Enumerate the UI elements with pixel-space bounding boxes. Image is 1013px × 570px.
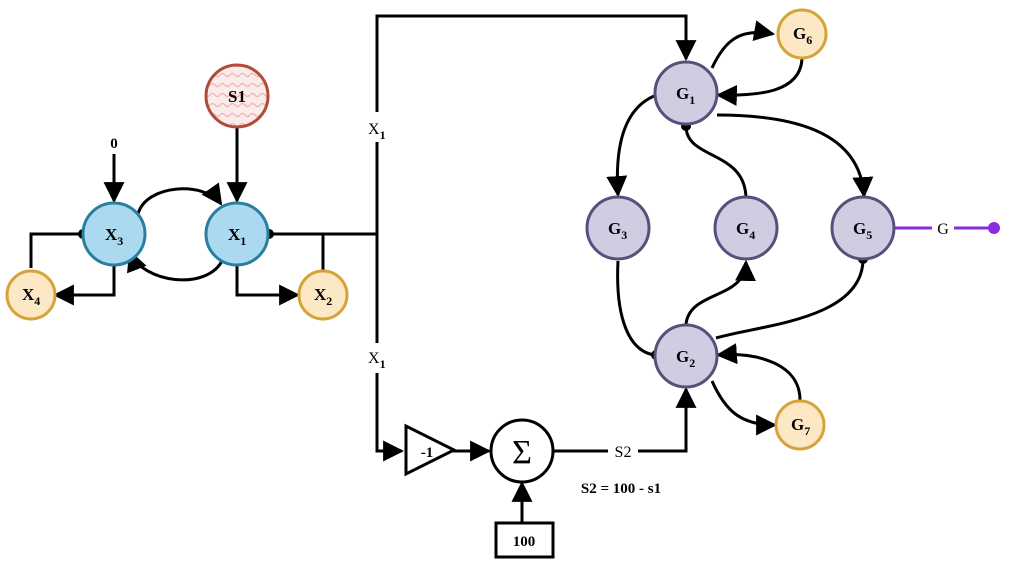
node-g2[interactable]: G2 bbox=[653, 323, 719, 389]
sum-block[interactable]: Σ bbox=[489, 418, 555, 484]
constant-block[interactable]: 100 bbox=[494, 521, 555, 559]
zero-input-label: 0 bbox=[110, 136, 118, 152]
svg-text:G3: G3 bbox=[608, 219, 627, 242]
node-g6[interactable]: G6 bbox=[776, 8, 828, 60]
edge-labels: X1 X1 S2 0 S2 = 100 - s1 bbox=[110, 112, 661, 497]
output-label: G bbox=[937, 221, 949, 238]
svg-text:G1: G1 bbox=[676, 84, 695, 107]
svg-text:X3: X3 bbox=[105, 225, 123, 248]
gain-block[interactable]: -1 bbox=[404, 423, 458, 477]
edge-g2-g7 bbox=[710, 380, 778, 436]
edge-x1-x2 bbox=[235, 265, 301, 306]
svg-text:G4: G4 bbox=[736, 219, 755, 242]
edge-g1-g6 bbox=[710, 20, 776, 69]
node-x1[interactable]: X1 bbox=[204, 201, 270, 267]
svg-text:X4: X4 bbox=[22, 285, 40, 308]
node-g5[interactable]: G5 bbox=[830, 195, 896, 261]
gain-label: -1 bbox=[421, 445, 434, 461]
output-line: G bbox=[895, 218, 1000, 238]
edge-x3-x1-top bbox=[136, 182, 223, 215]
edge-x1-x3-bottom bbox=[127, 250, 225, 282]
svg-text:X1: X1 bbox=[228, 225, 246, 248]
edge-bus-to-gain bbox=[375, 234, 405, 462]
edge-g1-g5 bbox=[716, 113, 874, 199]
node-x2[interactable]: X2 bbox=[297, 269, 349, 321]
node-g1[interactable]: G1 bbox=[653, 60, 719, 126]
edge-g7-g2 bbox=[715, 343, 802, 401]
constant-label: 100 bbox=[513, 534, 536, 550]
svg-text:S1: S1 bbox=[228, 87, 246, 106]
svg-text:G6: G6 bbox=[793, 24, 812, 47]
edge-g3-g2 bbox=[616, 260, 656, 357]
x1-top-label: X1 bbox=[368, 121, 386, 142]
output-endpoint[interactable] bbox=[988, 222, 1000, 234]
edge-g5-g2 bbox=[715, 258, 865, 340]
x1-bottom-label: X1 bbox=[368, 350, 386, 371]
node-x3[interactable]: X3 bbox=[81, 201, 147, 267]
svg-text:X2: X2 bbox=[314, 285, 332, 308]
edge-x3-dot-x4 bbox=[29, 232, 82, 268]
node-x4[interactable]: X4 bbox=[5, 269, 57, 321]
node-g7[interactable]: G7 bbox=[774, 399, 826, 451]
edge-sum-g2 bbox=[554, 386, 697, 453]
edge-g1-g4 bbox=[684, 125, 748, 199]
node-g3[interactable]: G3 bbox=[585, 195, 651, 261]
edge-g2-g4 bbox=[684, 259, 756, 325]
edges bbox=[29, 14, 874, 523]
node-s1[interactable]: S1 bbox=[204, 63, 270, 129]
edge-g1-g3 bbox=[606, 94, 655, 198]
svg-text:G5: G5 bbox=[853, 219, 872, 242]
s2-edge-label: S2 bbox=[615, 444, 632, 461]
edge-g6-g1 bbox=[715, 58, 804, 106]
sigma-symbol: Σ bbox=[512, 434, 532, 471]
svg-text:G7: G7 bbox=[791, 415, 810, 438]
node-g4[interactable]: G4 bbox=[713, 195, 779, 261]
svg-text:G2: G2 bbox=[676, 347, 695, 370]
s2-equation: S2 = 100 - s1 bbox=[581, 481, 661, 497]
edge-x3-x4 bbox=[52, 265, 116, 306]
edge-bus-to-g1 bbox=[375, 14, 697, 234]
